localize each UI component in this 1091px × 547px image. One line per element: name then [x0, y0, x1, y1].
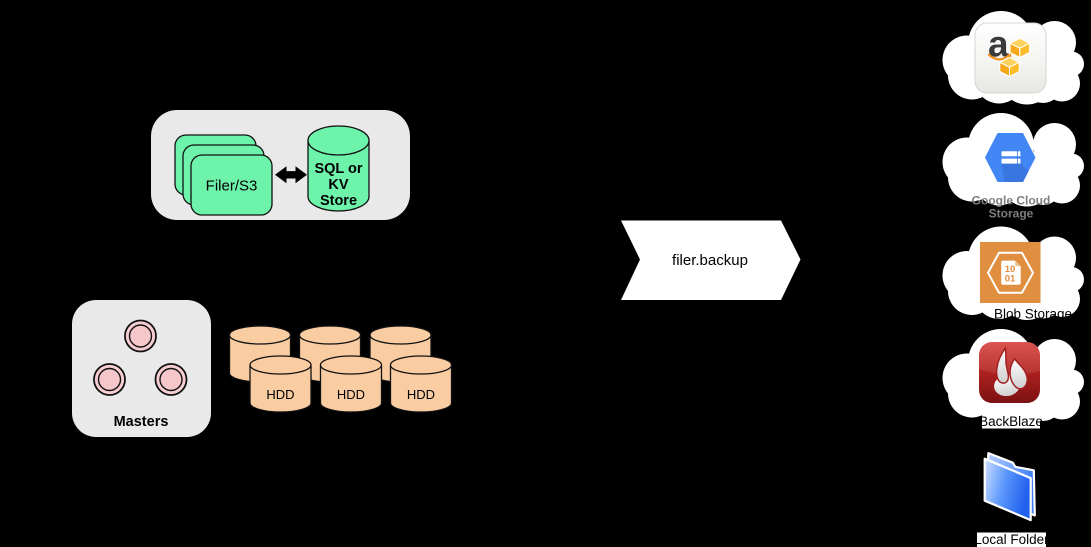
- svg-text:01: 01: [1005, 274, 1016, 285]
- svg-text:Filer/S3: Filer/S3: [206, 178, 258, 195]
- svg-text:HDD: HDD: [266, 387, 294, 402]
- svg-text:Storage: Storage: [989, 207, 1034, 221]
- svg-text:BackBlaze: BackBlaze: [979, 414, 1043, 429]
- svg-text:Store: Store: [320, 193, 357, 209]
- svg-text:Local Folder: Local Folder: [974, 532, 1049, 547]
- svg-text:KV: KV: [328, 177, 348, 193]
- svg-text:Blob Storage: Blob Storage: [994, 307, 1072, 322]
- svg-text:a: a: [988, 24, 1009, 65]
- svg-text:Masters: Masters: [114, 414, 169, 430]
- svg-text:Google Cloud: Google Cloud: [972, 194, 1051, 208]
- svg-text:10: 10: [1005, 264, 1016, 275]
- svg-text:HDD: HDD: [407, 387, 435, 402]
- svg-text:SQL or: SQL or: [314, 161, 362, 177]
- svg-text:filer.backup: filer.backup: [672, 252, 748, 269]
- svg-text:HDD: HDD: [337, 387, 365, 402]
